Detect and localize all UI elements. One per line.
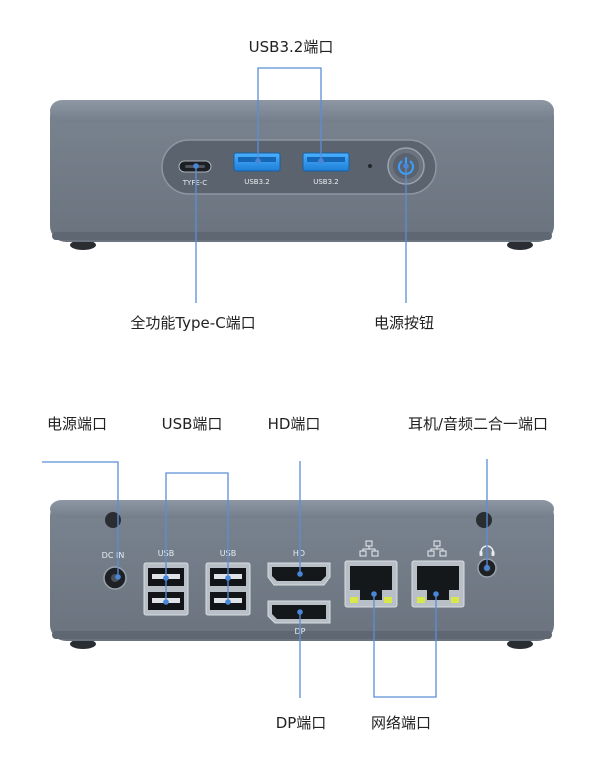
callout-dot-dc-port (115, 574, 121, 580)
callout-dot-hd-port (297, 571, 303, 577)
callout-dot-usb32-right (318, 158, 324, 164)
lan-left-led-1 (350, 597, 358, 603)
callout-dot-power (403, 163, 409, 169)
callout-label-power-button: 电源按钮 (374, 314, 434, 332)
callout-dot-dp-port (297, 609, 303, 615)
callout-label-typec: 全功能Type-C端口 (130, 314, 255, 332)
rear-screw-hole-left (105, 512, 121, 528)
callout-label-dp-port: DP端口 (276, 714, 327, 732)
front-typec-label: TYFE-C (182, 179, 208, 187)
callout-dot-audio-port (484, 565, 490, 571)
lan-port-left (344, 560, 398, 608)
network-icon (359, 540, 379, 557)
callout-label-hd-port: HD端口 (268, 415, 321, 433)
callout-dot-usb-left-top (163, 575, 169, 581)
callout-dot-typec (193, 163, 199, 169)
callout-line-usb-ports (165, 472, 229, 602)
rear-right-foot (507, 639, 533, 649)
front-usb32-label-left: USB3.2 (244, 178, 270, 186)
callout-label-usb-ports: USB端口 (162, 415, 223, 433)
dc-in-port (103, 566, 127, 590)
callout-label-audio-port: 耳机/音频二合一端口 (408, 415, 548, 433)
callout-line-usb32 (257, 67, 322, 161)
callout-label-usb32: USB3.2端口 (249, 38, 334, 56)
network-icon (427, 540, 447, 557)
front-indicator-led (368, 164, 372, 168)
lan-right-led-1 (417, 597, 425, 603)
front-right-foot (507, 240, 533, 250)
front-usb32-label-right: USB3.2 (313, 178, 339, 186)
callout-dot-usb-left-bottom (163, 599, 169, 605)
callout-line-lan-ports (373, 594, 437, 698)
front-port-panel (161, 139, 437, 195)
callout-dot-usb32-left (255, 158, 261, 164)
callout-dot-usb-right-bottom (225, 599, 231, 605)
lan-port-right (411, 560, 465, 608)
callout-label-dc-port: 电源端口 (47, 415, 107, 433)
callout-dot-usb-right-top (225, 575, 231, 581)
rear-screw-hole-right (476, 512, 492, 528)
front-view: TYFE-C USB3.2 USB3.2 USB3.2端口 (50, 38, 554, 332)
lan-left-led-2 (384, 597, 392, 603)
rear-left-foot (70, 639, 96, 649)
callout-line-dc-port (42, 461, 119, 577)
callout-dot-lan-right (433, 591, 439, 597)
lan-right-led-2 (451, 597, 459, 603)
hd-label: HD (293, 549, 305, 558)
front-left-foot (70, 240, 96, 250)
callout-label-lan-ports: 网络端口 (371, 714, 431, 732)
rear-view: 电源端口 USB端口 HD端口 耳机/音频二合一端口 DC IN USB (42, 415, 554, 732)
callout-dot-lan-left (371, 591, 377, 597)
dc-in-label: DC IN (102, 551, 125, 560)
front-usb-a-port-right (302, 152, 350, 172)
